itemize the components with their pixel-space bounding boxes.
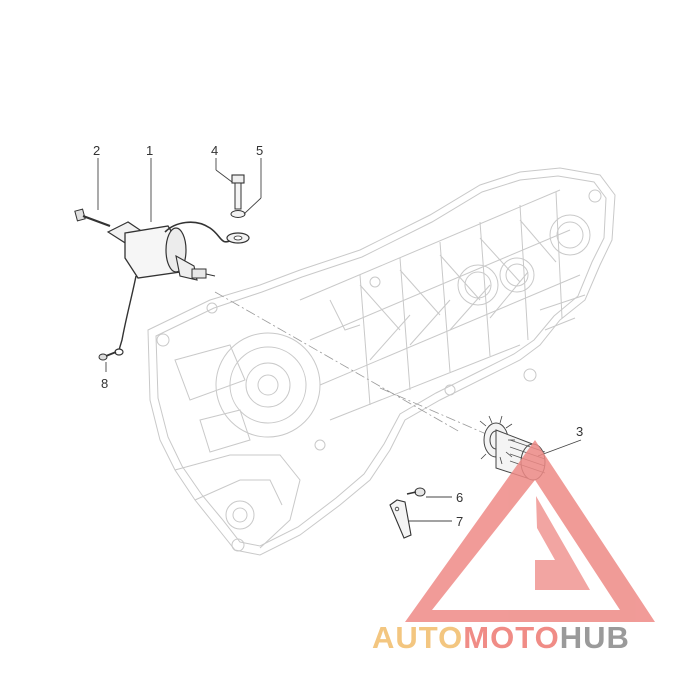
crankcase-drawing [147,167,616,556]
bracket-icon [389,499,412,539]
leader-lines [97,158,582,522]
screw-icon [98,351,117,361]
callout-3: 3 [576,424,583,439]
callout-6: 6 [456,490,463,505]
bolt-icon [231,174,245,210]
watermark-auto: AUTO [372,620,463,655]
callout-2: 2 [93,143,100,158]
callout-1: 1 [146,143,153,158]
callout-4: 4 [211,143,218,158]
watermark-hub: HUB [560,620,630,655]
callout-7: 7 [456,514,463,529]
watermark-moto: MOTO [463,620,559,655]
watermark-text: AUTOMOTOHUB [372,620,630,655]
watermark-logo [405,440,655,622]
screw-icon [406,487,426,497]
callout-labels: 2 1 4 5 8 3 6 7 [93,143,583,529]
triangle-mark-icon [405,440,655,622]
callout-5: 5 [256,143,263,158]
washer-icon [226,210,250,244]
callout-8: 8 [101,376,108,391]
starter-motor-icon [106,221,233,356]
bolt-icon [74,208,111,228]
axis-lines [214,291,501,441]
